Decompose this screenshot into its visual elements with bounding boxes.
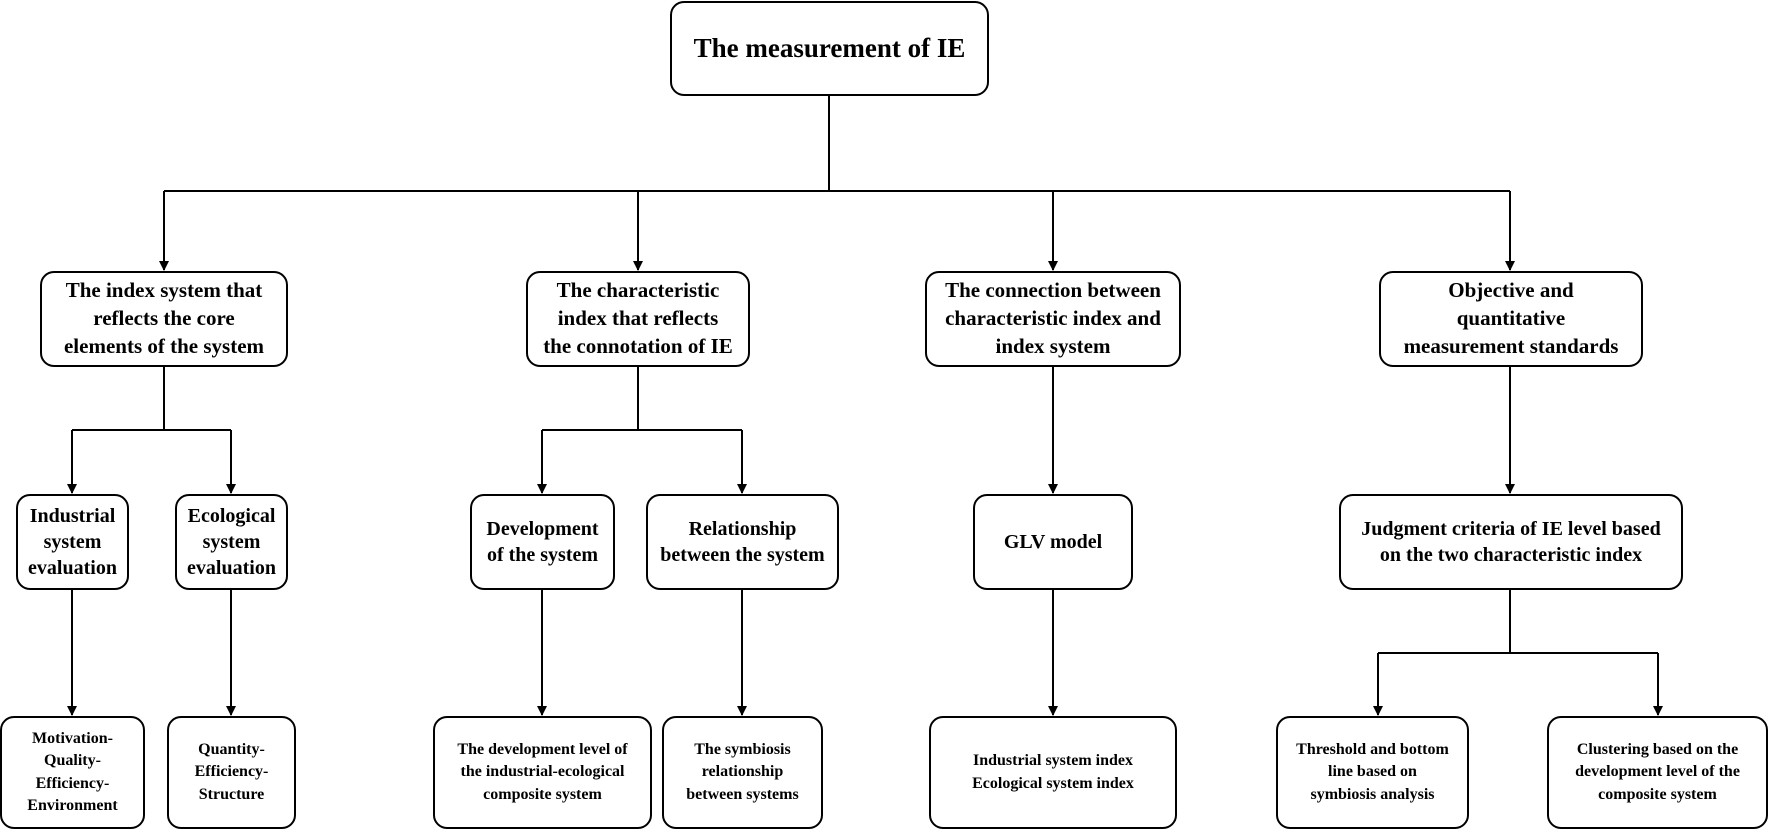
node-glv-model: GLV model xyxy=(973,494,1133,590)
root-node: The measurement of IE xyxy=(670,1,989,96)
leaf-clustering: Clustering based on the development leve… xyxy=(1547,716,1768,829)
leaf-development-level: The development level of the industrial-… xyxy=(433,716,652,829)
leaf-system-indices: Industrial system index Ecological syste… xyxy=(929,716,1177,829)
leaf-symbiosis-relationship: The symbiosis relationship between syste… xyxy=(662,716,823,829)
branch-index-system: The index system that reflects the core … xyxy=(40,271,288,367)
branch-connection: The connection between characteristic in… xyxy=(925,271,1181,367)
leaf-threshold-bottom-line: Threshold and bottom line based on symbi… xyxy=(1276,716,1469,829)
node-development-of-system: Development of the system xyxy=(470,494,615,590)
node-judgment-criteria: Judgment criteria of IE level based on t… xyxy=(1339,494,1683,590)
branch-characteristic-index: The characteristic index that reflects t… xyxy=(526,271,750,367)
branch-measurement-standards: Objective and quantitative measurement s… xyxy=(1379,271,1643,367)
node-ecological-evaluation: Ecological system evaluation xyxy=(175,494,288,590)
leaf-motivation-quality: Motivation- Quality- Efficiency- Environ… xyxy=(0,716,145,829)
leaf-quantity-efficiency: Quantity- Efficiency- Structure xyxy=(167,716,296,829)
node-industrial-evaluation: Industrial system evaluation xyxy=(16,494,129,590)
node-relationship-between-system: Relationship between the system xyxy=(646,494,839,590)
